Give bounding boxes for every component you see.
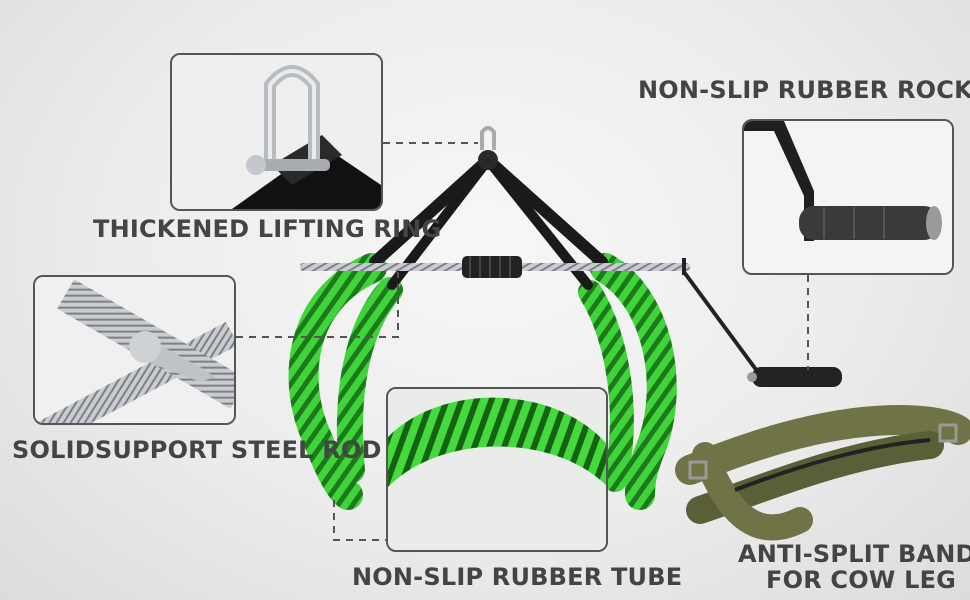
lifting-ring	[480, 126, 496, 150]
rubber-tube-callout	[386, 387, 608, 552]
rubber-tube-right	[578, 253, 677, 510]
leader-lines	[236, 142, 809, 541]
steel-rod-callout	[33, 275, 236, 425]
steel-rod-closeup-image	[35, 277, 234, 423]
rocker-closeup-image	[744, 121, 952, 273]
crank-handle	[682, 258, 842, 387]
steel-rod	[300, 256, 690, 278]
rocker-label: NON-SLIP RUBBER ROCKER	[638, 76, 970, 104]
steel-rod-label: SOLIDSUPPORT STEEL ROD	[12, 436, 382, 464]
rocker-callout	[742, 119, 954, 275]
lifting-ring-callout	[170, 53, 383, 211]
band-label-line2: FOR COW LEG	[766, 566, 957, 594]
anti-split-band-illustration	[675, 404, 970, 541]
shackle-closeup-image	[172, 55, 381, 209]
lifting-ring-label: THICKENED LIFTING RING	[93, 215, 442, 243]
band-label-line1: ANTI-SPLIT BAND	[738, 540, 970, 568]
rubber-tube-closeup-image	[388, 389, 606, 550]
rubber-tube-label: NON-SLIP RUBBER TUBE	[352, 563, 683, 591]
rubber-tube-left	[288, 253, 403, 510]
